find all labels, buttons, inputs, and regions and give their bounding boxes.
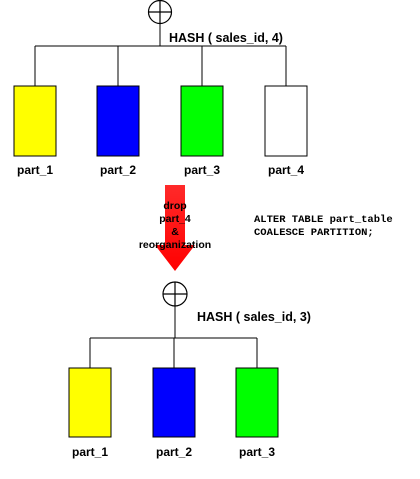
top-partition-2-label: part_2	[100, 163, 136, 177]
arrow-line-reorganization: reorganization	[139, 239, 211, 251]
top-partition-1-label: part_1	[17, 163, 53, 177]
top-partition-1	[13, 85, 57, 157]
arrow-line-and: &	[171, 226, 179, 238]
top-partition-4-label: part_4	[268, 163, 304, 177]
arrow-line-drop: drop	[163, 200, 186, 212]
bottom-hash-node-icon	[162, 281, 188, 307]
arrow-line-part: part_4	[159, 213, 191, 225]
bottom-partition-3	[235, 367, 279, 438]
bottom-partition-1-label: part_1	[72, 445, 108, 459]
down-arrow-icon	[155, 185, 195, 271]
bottom-partition-2-label: part_2	[156, 445, 192, 459]
bottom-partition-3-label: part_3	[239, 445, 275, 459]
top-hash-label: HASH ( sales_id, 4)	[169, 31, 283, 45]
top-partition-2	[96, 85, 140, 157]
sql-line-1: ALTER TABLE part_table	[254, 214, 393, 226]
bottom-hash-label: HASH ( sales_id, 3)	[197, 310, 311, 324]
top-partition-tree: HASH ( sales_id, 4) part_1 part_2 part_3…	[13, 0, 308, 177]
bottom-partition-1	[68, 367, 112, 438]
bottom-partition-2	[152, 367, 196, 438]
bottom-partition-tree: HASH ( sales_id, 3) part_1 part_2 part_3	[68, 281, 311, 459]
top-partition-4	[264, 85, 308, 157]
top-partition-3	[180, 85, 224, 157]
sql-line-2: COALESCE PARTITION;	[254, 227, 374, 239]
top-hash-node-icon	[147, 0, 173, 25]
coalesce-operation: drop part_4 & reorganization ALTER TABLE…	[139, 185, 393, 271]
top-partition-3-label: part_3	[184, 163, 220, 177]
